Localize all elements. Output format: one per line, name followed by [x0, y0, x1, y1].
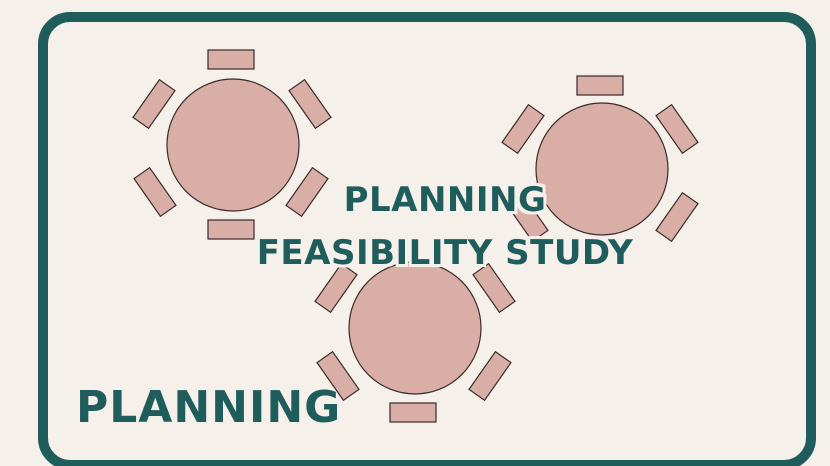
round-table-with-chairs-icon: [501, 75, 699, 243]
chair: [655, 191, 699, 243]
round-table-with-chairs-icon: [132, 49, 332, 240]
chair: [133, 166, 177, 218]
chair: [132, 78, 176, 130]
chair: [389, 402, 437, 423]
chair: [472, 262, 516, 314]
chair: [505, 191, 549, 243]
table-top: [166, 78, 300, 212]
title-line-2: FEASIBILITY STUDY: [256, 233, 634, 273]
chair: [576, 75, 624, 96]
table-top: [348, 261, 482, 395]
chair: [207, 49, 255, 70]
chair: [207, 219, 255, 240]
chair: [285, 166, 329, 218]
chair: [655, 103, 699, 155]
chair: [501, 103, 545, 155]
chair: [288, 78, 332, 130]
table-top: [535, 102, 669, 236]
corner-label: PLANNING: [76, 382, 342, 433]
title-line-1: PLANNING: [343, 180, 547, 220]
round-table-with-chairs-icon: [314, 261, 516, 423]
chair: [316, 350, 360, 402]
chair: [468, 350, 512, 402]
chair: [314, 262, 358, 314]
